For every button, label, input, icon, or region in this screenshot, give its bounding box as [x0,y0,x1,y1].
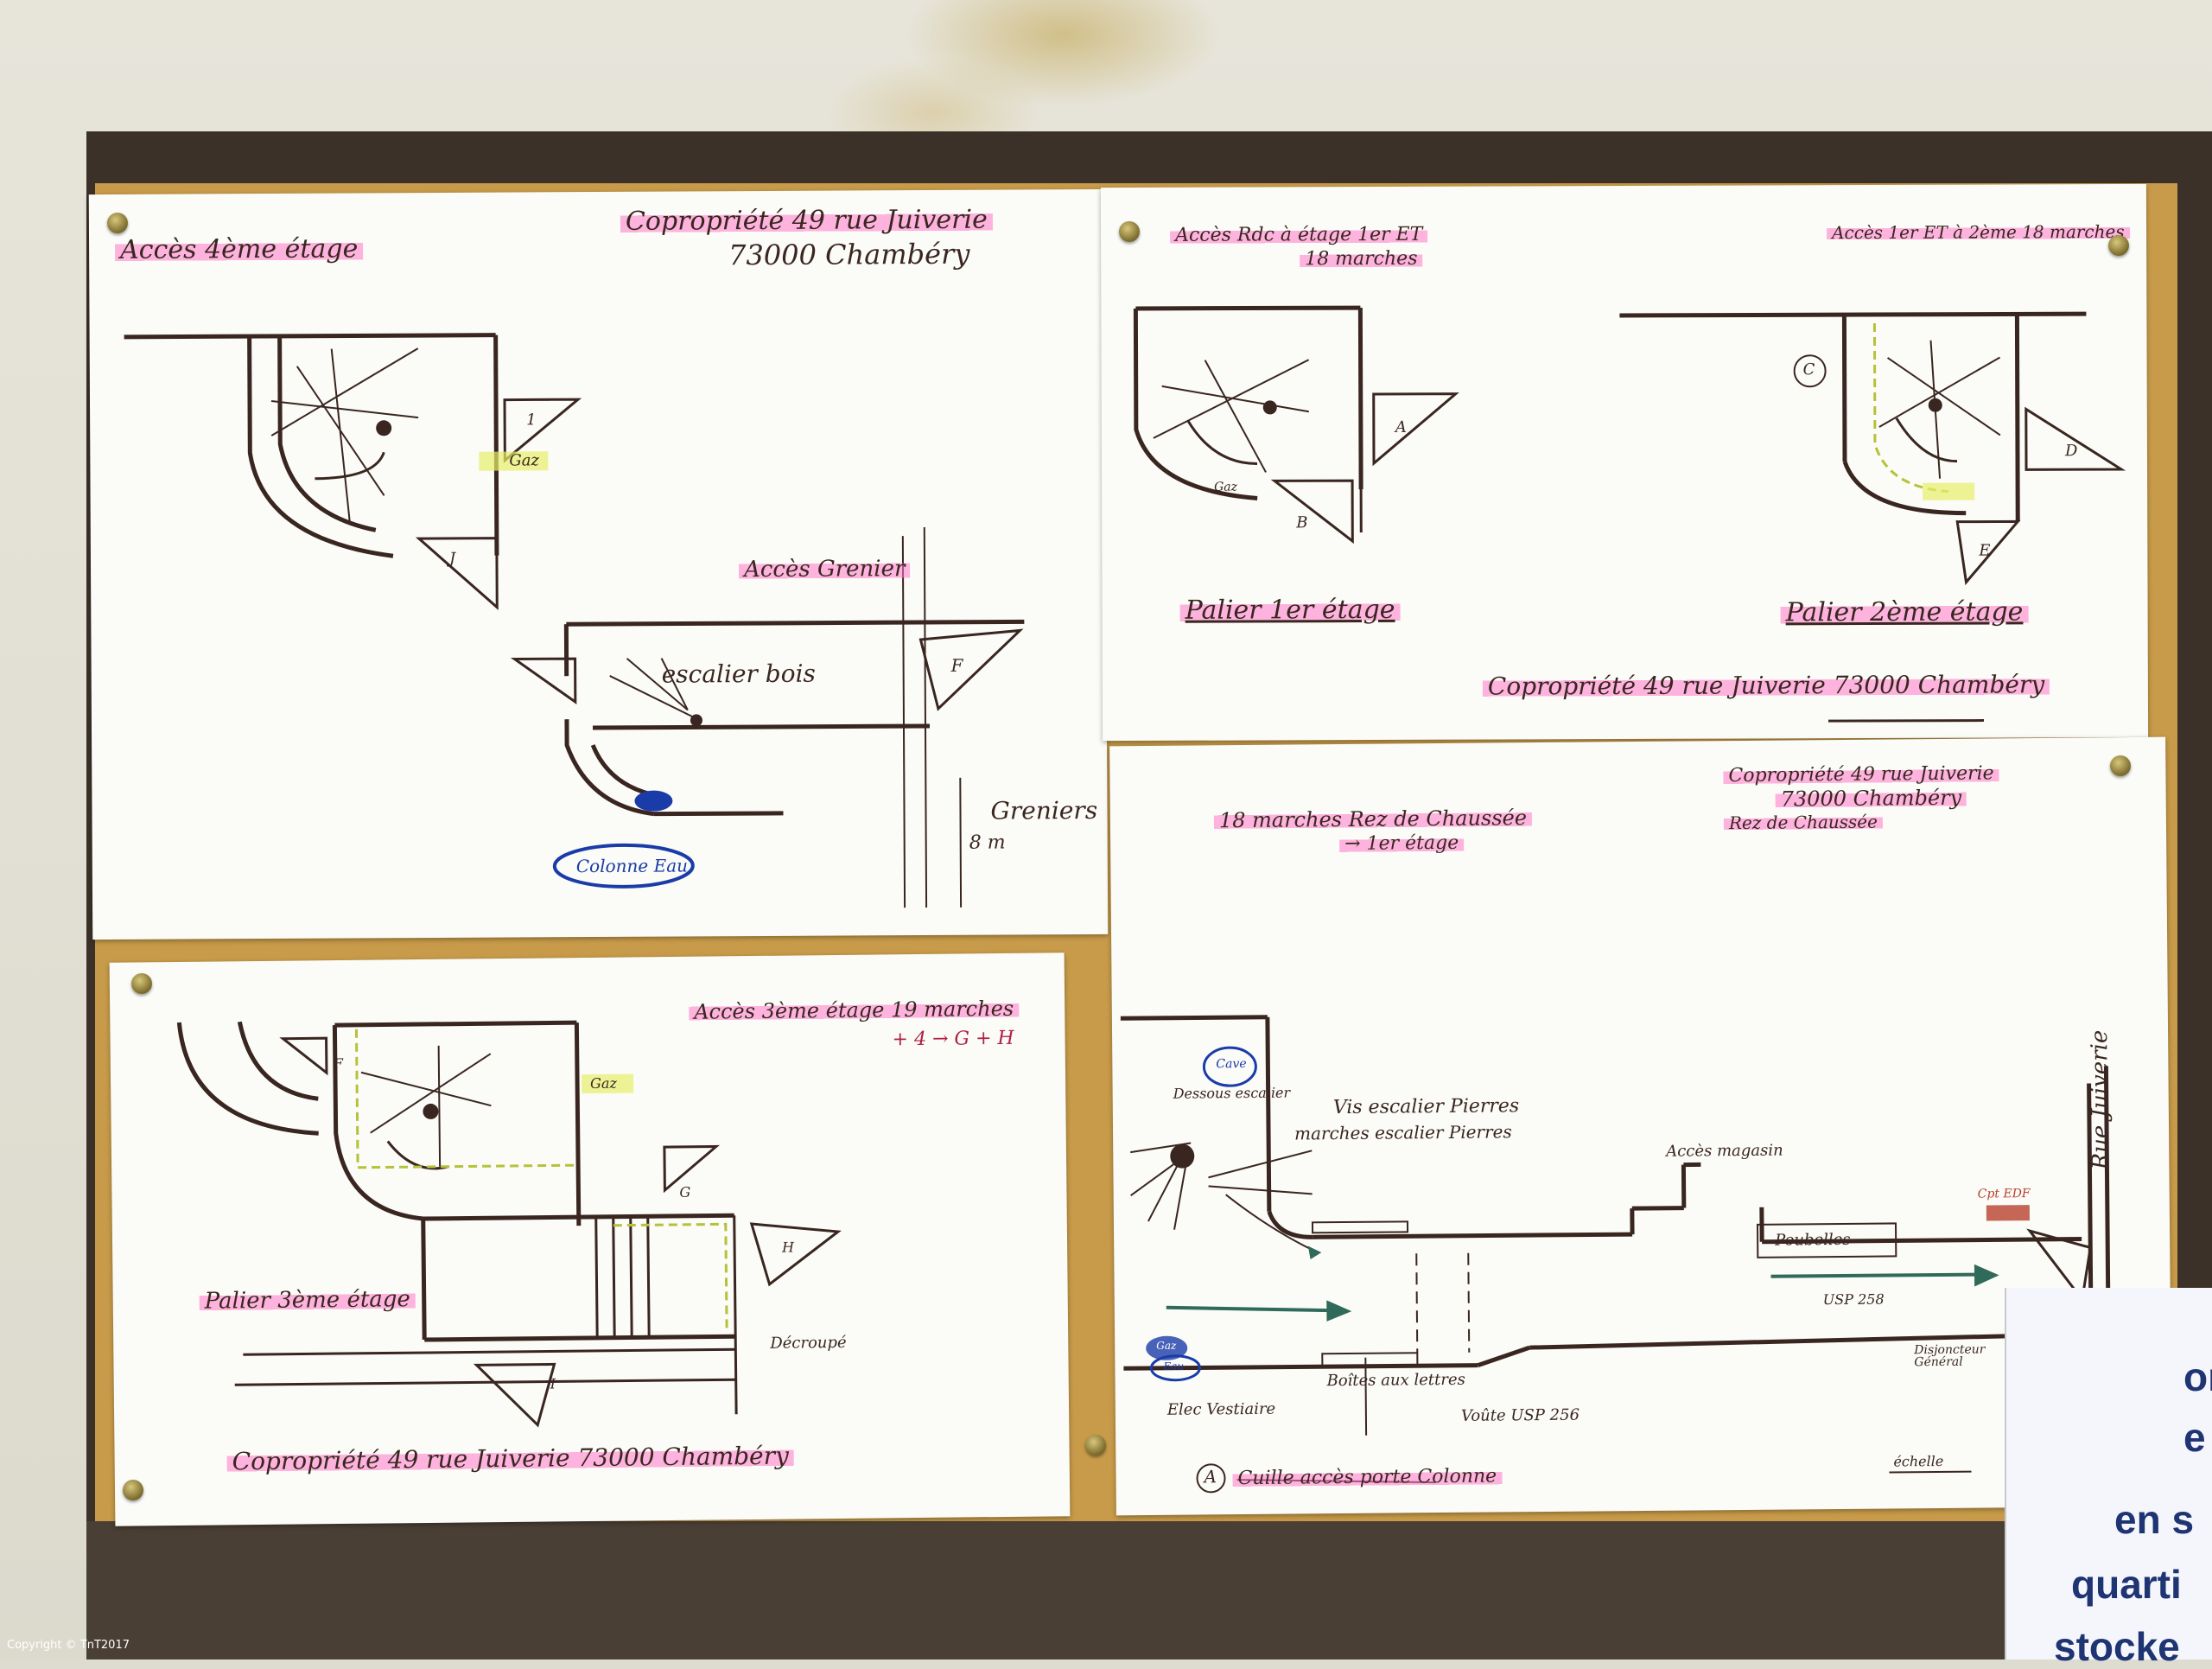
address-br-line2: 73000 Chambéry [1776,787,1967,810]
tag-h: H [782,1241,794,1255]
title-to-1st: → 1er étage [1339,834,1464,854]
title-g-h: + 4 → G + H [892,1029,1014,1049]
label-boites-lettres: Boîtes aux lettres [1326,1373,1465,1389]
label-compteur-edf: Cpt EDF [1978,1188,2031,1201]
tag-a: A [1395,420,1407,436]
label-electricite: Elec Vestiaire [1167,1402,1275,1418]
label-palier-3: Palier 3ème étage [200,1288,416,1313]
label-height: 8 m [969,834,1006,853]
title-3rd-floor: Accès 3ème étage 19 marches [689,998,1019,1022]
tag-j: J [449,551,455,567]
poster-partial: or e en s quarti stocke [2005,1288,2212,1659]
tag-g: G [679,1186,690,1200]
label-dessous-escalier: Dessous escalier [1173,1086,1291,1101]
label-colonne-eau: Colonne Eau [576,857,688,875]
label-gaz-3: Gaz [590,1077,617,1091]
tag-e: E [1979,544,1990,559]
tag-1: 1 [526,412,537,428]
label-footer-colonne: Cuille accès porte Colonne [1232,1467,1502,1488]
tag-f: F [334,1057,343,1071]
label-marches-escalier: marches escalier Pierres [1294,1123,1512,1142]
title-ground-floor: 18 marches Rez de Chaussée [1214,807,1532,831]
label-cave: Cave [1216,1058,1246,1070]
label-rue-juiverie: Rue Juiverie [2088,1030,2112,1170]
blue-tag-eau: Eau [1163,1361,1184,1372]
tag-f: F [951,657,963,674]
blue-tag-gaz: Gaz [1156,1341,1176,1351]
label-poubelles: Poubelles [1775,1233,1851,1249]
floor-plan-1st-2nd-floor [1101,184,2148,741]
sheet-top-left: Accès 4ème étage Copropriété 49 rue Juiv… [89,189,1108,940]
label-disjoncteur: Disjoncteur Général [1914,1343,1992,1368]
sheet-bottom-left: Accès 3ème étage 19 marches + 4 → G + H … [110,952,1071,1526]
pin-top-right-b [2108,235,2129,256]
floor-plan-4th-floor [89,189,1108,940]
label-voute-258: USP 258 [1823,1293,1885,1308]
tag-c: C [1803,362,1815,378]
address-top-right: Copropriété 49 rue Juiverie 73000 Chambé… [1483,672,2050,698]
title-1st-2nd: Accès 1er ET à 2ème 18 marches [1827,223,2130,241]
pin-bottom-left-b [123,1480,143,1500]
label-escalier-bois: escalier bois [662,662,816,687]
label-acces-magasin: Accès magasin [1666,1143,1783,1160]
label-decoupe: Décroupé [770,1335,847,1352]
address-line2: 73000 Chambéry [728,240,969,269]
label-greniers: Greniers [990,799,1097,824]
poster-line3: en s [2114,1500,2194,1539]
label-voute-256: Voûte USP 256 [1461,1408,1580,1424]
label-echelle: échelle [1893,1455,1943,1469]
address-br-line1: Copropriété 49 rue Juiverie [1723,764,1999,786]
copyright-text: Copyright © TnT2017 [7,1639,130,1652]
shadow-strip [86,1521,2126,1659]
poster-line1: or [2183,1357,2212,1397]
label-gaz-1: Gaz [1214,481,1237,494]
poster-line5: stocke [2054,1627,2180,1666]
pin-top-left [107,213,128,233]
pin-top-right-a [1119,221,1140,242]
pin-bottom-right-a [2110,755,2131,776]
poster-line4: quarti [2071,1564,2182,1604]
tag-i: I [550,1377,556,1391]
label-gaz: Gaz [509,453,539,468]
pin-bottom-right-b [1085,1435,1106,1456]
label-acces-grenier: Accès Grenier [739,557,910,581]
title-18-marches: 18 marches [1300,250,1422,269]
label-palier-2: Palier 2ème étage [1781,599,2029,626]
label-palier-1: Palier 1er étage [1180,597,1401,624]
sheet-top-right: Accès Rdc à étage 1er ET 18 marches Accè… [1101,184,2148,741]
address-line1: Copropriété 49 rue Juiverie [620,207,993,235]
address-bottom-left: Copropriété 49 rue Juiverie 73000 Chambé… [227,1444,794,1475]
tag-d: D [2065,443,2078,459]
title-rdc-1st: Accès Rdc à étage 1er ET [1170,226,1427,245]
label-vis-escalier: Vis escalier Pierres [1333,1097,1520,1118]
tag-a-circle: A [1204,1468,1217,1485]
pin-bottom-left-a [131,973,152,994]
address-br-line3: Rez de Chaussée [1724,813,1883,832]
tag-b: B [1296,515,1307,531]
poster-line2: e [2183,1417,2206,1457]
title-4th-floor: Accès 4ème étage [115,236,363,264]
